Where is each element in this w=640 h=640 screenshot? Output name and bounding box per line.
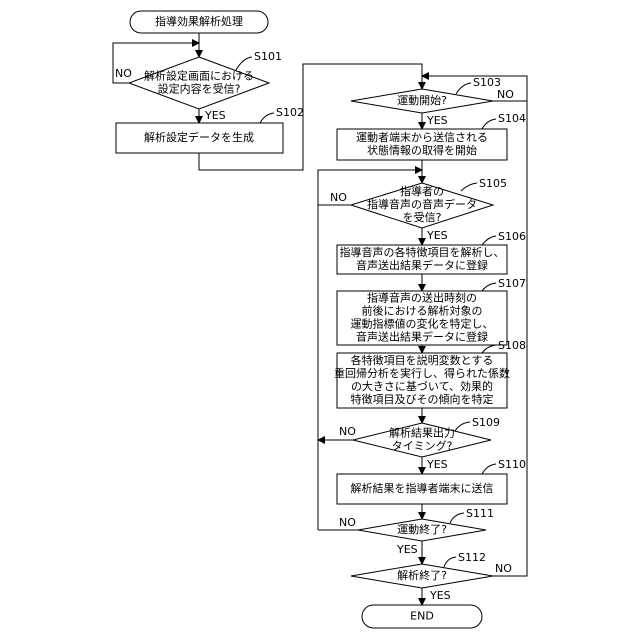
s112-label-line: 解析終了? bbox=[397, 568, 447, 582]
s102-step: S102 bbox=[276, 106, 304, 119]
s101-no-label: NO bbox=[115, 67, 132, 80]
s103-label-line: 運動開始? bbox=[397, 93, 447, 107]
s101-label-line: 設定内容を受信? bbox=[158, 82, 241, 96]
s110-leader bbox=[482, 464, 496, 474]
end-label: END bbox=[410, 610, 434, 623]
s105-label-line: 指導者の bbox=[400, 184, 444, 198]
start-label: 指導効果解析処理 bbox=[155, 14, 243, 28]
s111-step: S111 bbox=[466, 507, 494, 520]
s108-label: 各特徴項目を説明変数とする重回帰分析を実行し、得られた係数の大きさに基づいて、効… bbox=[334, 353, 510, 406]
s101-label-line: 解析設定画面における bbox=[144, 69, 254, 83]
s106-step: S106 bbox=[498, 230, 526, 243]
s108-label-line: の大きさに基づいて、効果的 bbox=[351, 379, 493, 393]
s103-leader bbox=[456, 83, 471, 94]
s108-leader bbox=[482, 345, 496, 353]
s107-leader bbox=[482, 283, 496, 291]
s102-leader bbox=[260, 113, 274, 123]
s111-label-line: 運動終了? bbox=[397, 522, 447, 536]
s112-leader bbox=[444, 557, 456, 567]
s105-leader bbox=[461, 183, 477, 191]
start-label-line: 指導効果解析処理 bbox=[155, 14, 243, 28]
s107-label-line: 音声送出結果データに登録 bbox=[356, 330, 488, 344]
s106-label-line: 音声送出結果データに登録 bbox=[356, 258, 488, 272]
s109-label-line: 解析結果出力 bbox=[389, 426, 455, 440]
s109-no-label: NO bbox=[339, 425, 356, 438]
s109-yes-label: YES bbox=[426, 458, 448, 471]
s109-leader bbox=[455, 422, 470, 431]
s111-leader bbox=[450, 513, 464, 523]
s107-label-line: 前後における解析対象の bbox=[362, 304, 483, 318]
s103-yes-label: YES bbox=[426, 114, 448, 127]
s110-step: S110 bbox=[498, 458, 526, 471]
s108-label-line: 特徴項目及びその傾向を特定 bbox=[351, 392, 494, 406]
s109-label: 解析結果出力タイミング? bbox=[389, 426, 455, 453]
s106-leader bbox=[482, 236, 496, 245]
s107-label: 指導音声の送出時刻の前後における解析対象の運動指標値の変化を特定し、音声送出結果… bbox=[351, 291, 494, 344]
s110-label: 解析結果を指導者端末に送信 bbox=[351, 481, 494, 495]
s102-label: 解析設定データを生成 bbox=[144, 130, 254, 144]
s104-step: S104 bbox=[498, 112, 526, 125]
s108-label-line: 各特徴項目を説明変数とする bbox=[351, 353, 494, 367]
end-label-line: END bbox=[410, 610, 434, 623]
s109-step: S109 bbox=[472, 416, 500, 429]
s109-label-line: タイミング? bbox=[392, 439, 453, 453]
s111-label: 運動終了? bbox=[397, 522, 447, 536]
s112-label: 解析終了? bbox=[397, 568, 447, 582]
s104-label-line: 状態情報の取得を開始 bbox=[367, 143, 477, 157]
s104-label-line: 運動者端末から送信される bbox=[356, 130, 488, 144]
s107-step: S107 bbox=[498, 277, 526, 290]
s102-label-line: 解析設定データを生成 bbox=[144, 130, 254, 144]
s105-label: 指導者の指導音声の音声データを受信? bbox=[367, 184, 477, 224]
s111-no-label: NO bbox=[339, 516, 356, 529]
s111-yes-label: YES bbox=[396, 543, 418, 556]
s105-step: S105 bbox=[479, 177, 507, 190]
s103-no-label: NO bbox=[497, 88, 514, 101]
s105-no-label: NO bbox=[330, 191, 347, 204]
s101-yes-label: YES bbox=[204, 109, 226, 122]
s105-label-line: 指導音声の音声データ bbox=[367, 197, 477, 211]
s104-label: 運動者端末から送信される状態情報の取得を開始 bbox=[356, 130, 488, 157]
s112-no-label: NO bbox=[495, 562, 512, 575]
s101-step: S101 bbox=[254, 50, 282, 63]
s110-label-line: 解析結果を指導者端末に送信 bbox=[351, 481, 494, 495]
s106-label: 指導音声の各特徴項目を解析し、音声送出結果データに登録 bbox=[340, 245, 505, 272]
s106-label-line: 指導音声の各特徴項目を解析し、 bbox=[340, 245, 505, 259]
s112-step: S112 bbox=[458, 551, 486, 564]
s108-step: S108 bbox=[498, 339, 526, 352]
s105-label-line: を受信? bbox=[403, 211, 442, 224]
s103-label: 運動開始? bbox=[397, 93, 447, 107]
s112-yes-label: YES bbox=[429, 589, 451, 602]
s104-leader bbox=[482, 119, 496, 129]
s107-label-line: 運動指標値の変化を特定し、 bbox=[351, 317, 494, 331]
s107-label-line: 指導音声の送出時刻の bbox=[367, 291, 477, 305]
s101-leader bbox=[236, 57, 252, 70]
s101-label: 解析設定画面における設定内容を受信? bbox=[144, 69, 254, 96]
s105-yes-label: YES bbox=[426, 229, 448, 242]
s108-label-line: 重回帰分析を実行し、得られた係数 bbox=[334, 366, 510, 380]
